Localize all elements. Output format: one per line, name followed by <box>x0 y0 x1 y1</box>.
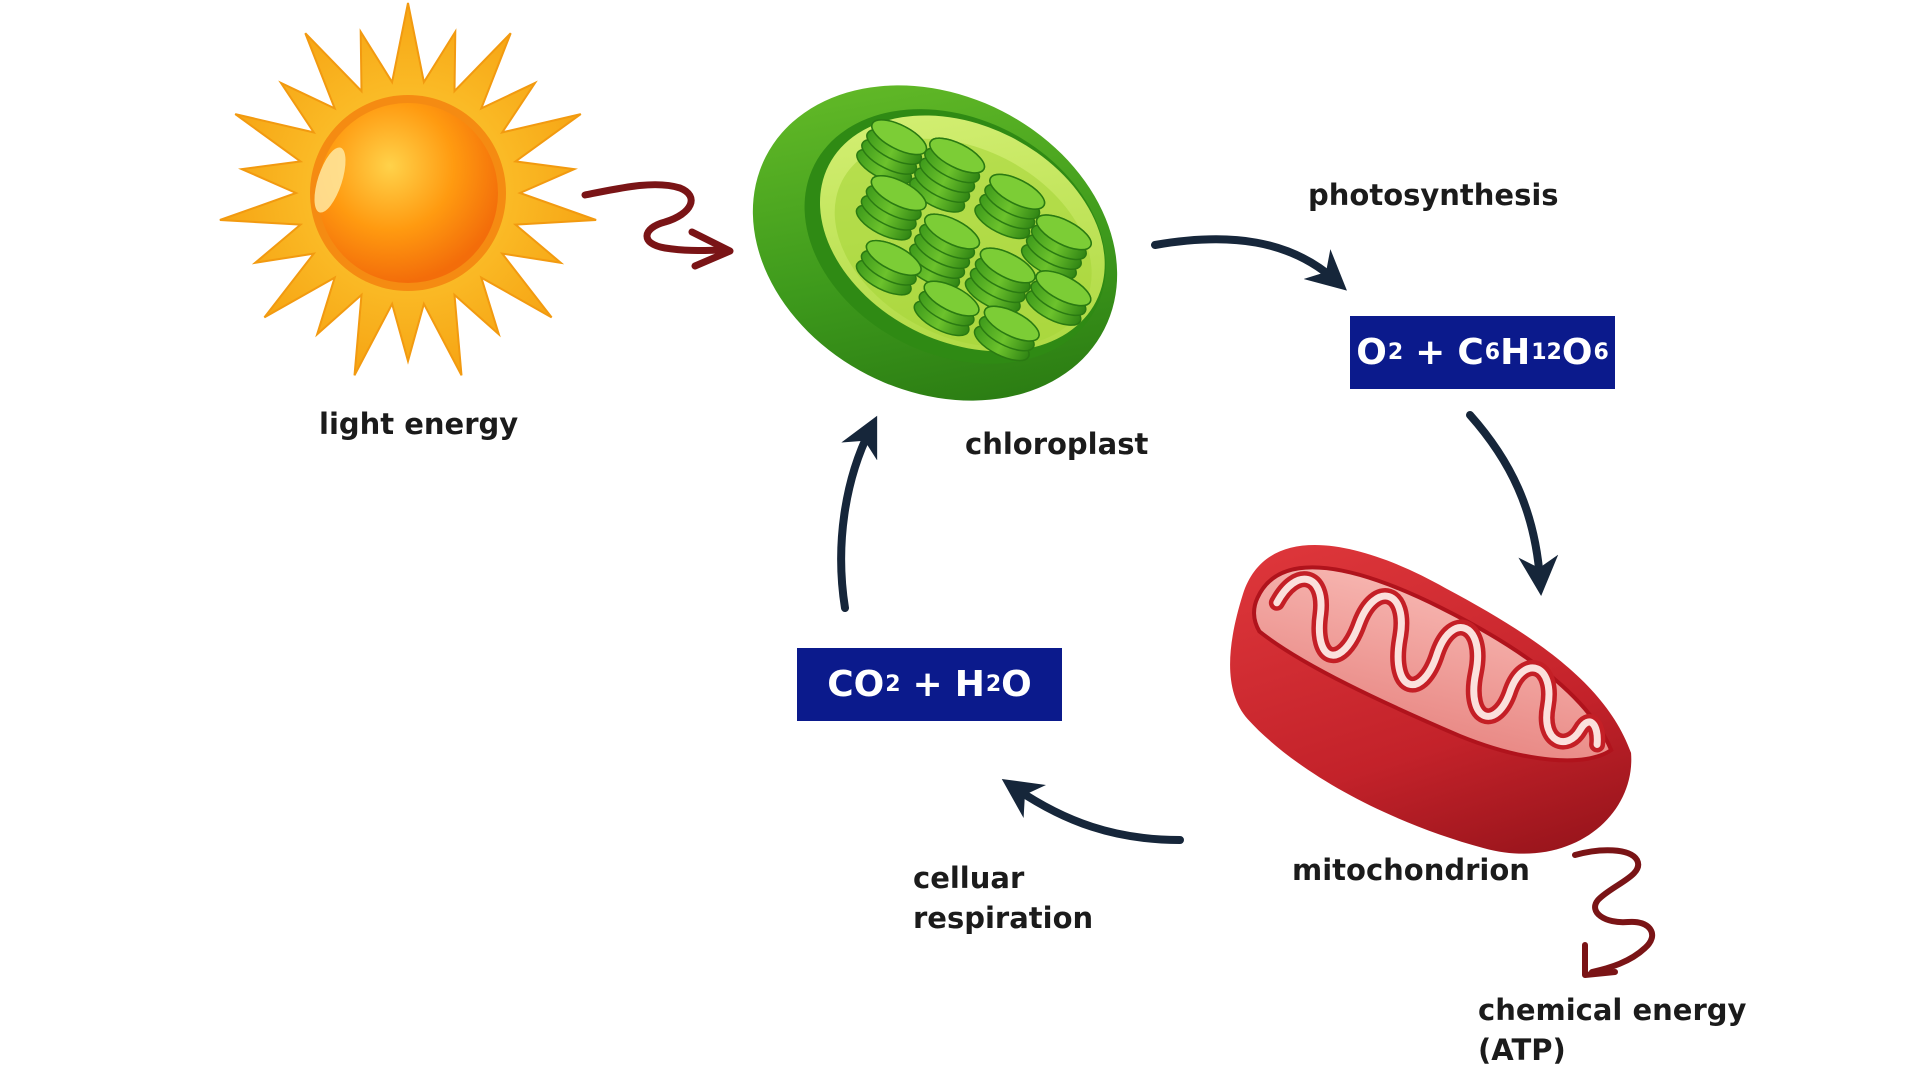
granum-top <box>1035 270 1092 307</box>
granum-top <box>870 175 927 212</box>
mitochondrion-icon <box>1230 545 1632 854</box>
cellular-respiration-line1: celluar <box>913 861 1025 895</box>
formula-plus: + <box>1415 332 1446 373</box>
chemical-energy-label: chemical energy (ATP) <box>1478 990 1746 1070</box>
light-energy-label: light energy <box>319 407 519 441</box>
granum-top <box>929 137 986 174</box>
chemical-energy-arrow <box>1572 847 1656 978</box>
granum-top <box>989 173 1046 210</box>
chemical-energy-line2: (ATP) <box>1478 1033 1566 1067</box>
granum-top <box>1035 214 1092 251</box>
chloroplast-icon <box>752 85 1118 401</box>
formula-h: H <box>1500 332 1531 373</box>
products-to-mitochondrion-arrow <box>1466 411 1559 596</box>
formula-c: C <box>1457 332 1484 373</box>
reactants-to-chloroplast-arrow <box>837 415 878 612</box>
formula-o2-sub: 6 <box>1593 340 1609 365</box>
granum-top <box>924 213 981 250</box>
formula-o: O <box>1356 332 1387 373</box>
formula-h-sub: 12 <box>1531 340 1562 365</box>
formula-o2: O <box>1561 332 1593 373</box>
formula-o3: O <box>1001 664 1032 705</box>
mitochondrion-label: mitochondrion <box>1292 853 1530 887</box>
granum-top <box>923 280 980 317</box>
respiration-arrow <box>1001 779 1184 844</box>
formula-h2-sub: 2 <box>985 672 1002 697</box>
formula-o-sub: 2 <box>1387 340 1404 365</box>
chloroplast-label: chloroplast <box>965 427 1149 461</box>
formula-h2: H <box>954 664 985 705</box>
formula-co: CO <box>827 664 885 705</box>
photosynthesis-label: photosynthesis <box>1308 178 1559 212</box>
cellular-respiration-label: celluar respiration <box>913 858 1093 938</box>
formula-plus-2: + <box>912 664 943 705</box>
light-energy-arrow <box>581 181 734 270</box>
granum-top <box>865 239 922 276</box>
formula-co-sub: 2 <box>885 672 901 697</box>
chemical-energy-line1: chemical energy <box>1478 993 1747 1027</box>
sun-icon <box>219 2 597 376</box>
photosynthesis-arrow <box>1151 235 1347 291</box>
cellular-respiration-line2: respiration <box>913 901 1094 935</box>
formula-c-sub: 6 <box>1484 340 1501 365</box>
granum-top <box>979 247 1036 284</box>
granum-top <box>983 305 1040 342</box>
